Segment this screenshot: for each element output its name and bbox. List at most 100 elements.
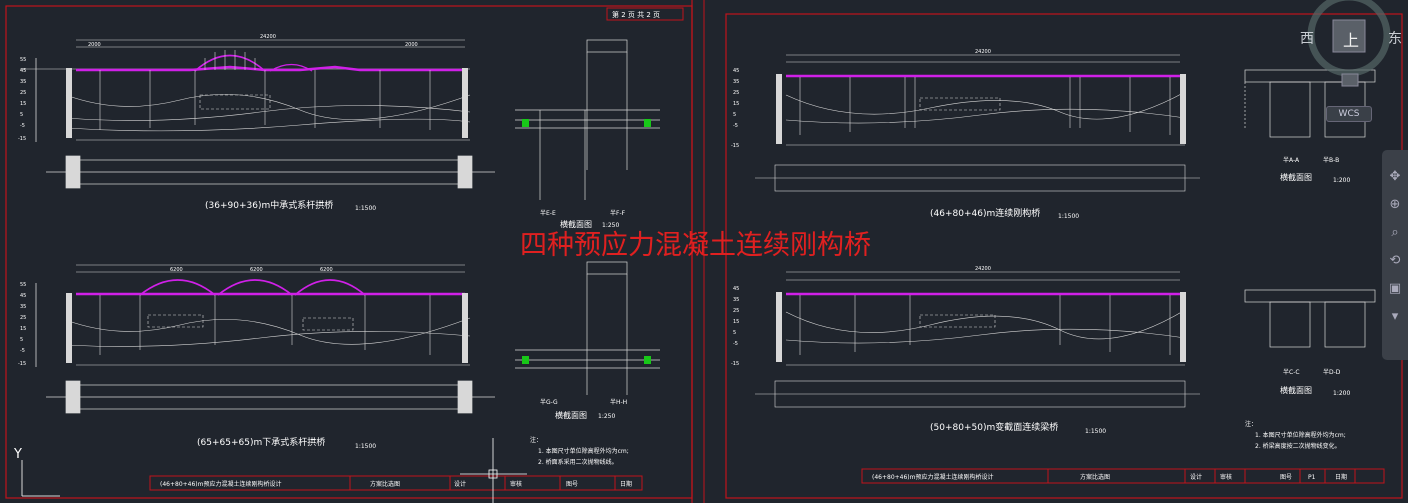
svg-text:25: 25	[20, 90, 26, 96]
title-block-right-c2: 审核	[1220, 473, 1232, 481]
svg-text:35: 35	[733, 79, 739, 85]
bearing-pad	[522, 119, 529, 127]
svg-text:45: 45	[733, 286, 739, 292]
svg-text:45: 45	[20, 293, 26, 299]
section-left-top-title: 横截面图	[560, 219, 592, 229]
svg-text:15: 15	[20, 101, 26, 107]
bearing-pad	[644, 356, 651, 364]
svg-text:35: 35	[20, 304, 26, 310]
svg-text:5: 5	[20, 112, 23, 118]
svg-text:2000: 2000	[88, 42, 101, 48]
svg-text:24200: 24200	[260, 34, 276, 40]
title-block-left-c2: 审核	[510, 480, 522, 488]
bridge-4-elevation: 24200	[755, 266, 1200, 408]
section-right-top-cut-2: 半B-B	[1323, 156, 1339, 164]
title-block-right-c5: 日期	[1335, 473, 1347, 481]
svg-text:24200: 24200	[975, 266, 991, 272]
ucs-y-label: Y	[13, 447, 22, 462]
section-right-bottom-scale: 1:200	[1333, 390, 1350, 397]
title-block-left-c1: 设计	[454, 480, 466, 488]
svg-text:-5: -5	[733, 123, 738, 129]
section-left-bottom-cut-2: 半H-H	[610, 398, 627, 406]
svg-text:25: 25	[20, 315, 26, 321]
wcs-dropdown[interactable]: WCS	[1326, 106, 1372, 122]
elevation-ticks-3: 45 35 25 15 5 -5 -15	[731, 68, 739, 149]
title-block-left	[149, 475, 643, 491]
notes-right: 注： 1. 本图尺寸单位除高程外均为cm; 2. 桥梁高度按二次抛物线变化。	[1245, 420, 1346, 450]
svg-text:25: 25	[733, 90, 739, 96]
bridge-3-title: (46+80+46)m连续刚构桥	[930, 207, 1040, 219]
bridge-4-title: (50+80+50)m变截面连续梁桥	[930, 421, 1058, 433]
bridge-1-plan	[46, 155, 495, 189]
svg-text:1. 本图尺寸单位除高程外均为cm;: 1. 本图尺寸单位除高程外均为cm;	[538, 447, 629, 455]
zoom-icon[interactable]: ⌕	[1391, 225, 1399, 240]
viewcube[interactable]	[1307, 0, 1391, 87]
overlay-title: 四种预应力混凝土连续刚构桥	[520, 230, 871, 261]
section-right-top-cut-1: 半A-A	[1283, 156, 1300, 164]
notes-left: 注： 1. 本图尺寸单位除高程外均为cm; 2. 桥面系采用二次抛物线线。	[530, 436, 629, 466]
svg-text:15: 15	[733, 319, 739, 325]
svg-text:5: 5	[733, 330, 736, 336]
svg-text:2000: 2000	[405, 42, 418, 48]
svg-text:-15: -15	[731, 143, 739, 149]
svg-text:注：: 注：	[1245, 420, 1257, 428]
section-right-bottom-title: 横截面图	[1280, 385, 1312, 395]
svg-text:24200: 24200	[975, 49, 991, 55]
svg-text:6200: 6200	[170, 267, 183, 273]
bridge-1-title: (36+90+36)m中承式系杆拱桥	[205, 199, 333, 211]
section-right-top-scale: 1:200	[1333, 177, 1350, 184]
section-left-top-cut-2: 半F-F	[610, 209, 626, 217]
bearing-pad	[522, 356, 529, 364]
svg-text:55: 55	[20, 282, 26, 288]
bridge-2-plan	[46, 380, 495, 414]
viewcube-west-label[interactable]: 西	[1300, 31, 1314, 47]
title-block-left-c4: 日期	[620, 480, 632, 488]
viewcube-east-label[interactable]: 东	[1388, 31, 1402, 47]
svg-text:45: 45	[20, 68, 26, 74]
svg-text:-5: -5	[733, 341, 738, 347]
page-info-box	[606, 7, 684, 21]
svg-text:45: 45	[733, 68, 739, 74]
svg-text:注：: 注：	[530, 436, 542, 444]
title-block-right-drawing: 方案比选图	[1080, 473, 1110, 481]
svg-text:6200: 6200	[320, 267, 333, 273]
bridge-2-scale: 1:1500	[355, 443, 376, 450]
title-block-right-c1: 设计	[1190, 473, 1202, 481]
svg-text:25: 25	[733, 308, 739, 314]
section-left-bottom-cut-1: 半G-G	[540, 398, 558, 406]
elevation-ticks-4: 45 35 25 15 5 -5 -15	[731, 286, 739, 367]
section-left-top	[515, 39, 660, 200]
page-info: 第 2 页 共 2 页	[612, 10, 660, 19]
pan-icon[interactable]: ✥	[1389, 169, 1401, 184]
svg-text:2. 桥面系采用二次抛物线线。: 2. 桥面系采用二次抛物线线。	[538, 458, 618, 466]
title-block-right-c4: P1	[1308, 474, 1316, 481]
svg-text:-5: -5	[20, 348, 25, 354]
section-right-bottom-cut-1: 半C-C	[1283, 368, 1300, 376]
section-left-bottom	[515, 261, 660, 395]
bridge-4-scale: 1:1500	[1085, 428, 1106, 435]
steering-wheel-icon[interactable]: ⊕	[1389, 197, 1401, 212]
orbit-icon[interactable]: ⟲	[1389, 253, 1401, 268]
title-block-right-c3: 图号	[1280, 474, 1292, 481]
svg-text:55: 55	[20, 57, 26, 63]
section-right-bottom-cut-2: 半D-D	[1323, 368, 1341, 376]
title-block-left-c3: 图号	[566, 481, 578, 488]
elevation-ticks-2: 55 45 35 25 15 5 -5 -15	[18, 282, 26, 367]
section-left-top-cut-1: 半E-E	[540, 209, 556, 217]
title-block-left-drawing: 方案比选图	[370, 480, 400, 488]
svg-text:35: 35	[20, 79, 26, 85]
section-left-top-scale: 1:250	[602, 222, 619, 229]
ucs-icon	[21, 460, 60, 497]
bridge-3-scale: 1:1500	[1058, 213, 1079, 220]
svg-text:2. 桥梁高度按二次抛物线变化。: 2. 桥梁高度按二次抛物线变化。	[1255, 442, 1341, 450]
navigation-bar: ✥ ⊕ ⌕ ⟲ ▣ ▾	[1382, 150, 1408, 360]
bearing-pad	[644, 119, 651, 127]
viewcube-top-label[interactable]: 上	[1343, 31, 1360, 50]
bridge-2-elevation: 6200 6200 6200	[65, 264, 471, 366]
navbar-menu-icon[interactable]: ▾	[1391, 309, 1399, 324]
svg-text:-15: -15	[18, 136, 26, 142]
bridge-3-elevation: 24200	[755, 49, 1200, 192]
svg-text:-15: -15	[731, 361, 739, 367]
showmotion-icon[interactable]: ▣	[1388, 281, 1402, 296]
